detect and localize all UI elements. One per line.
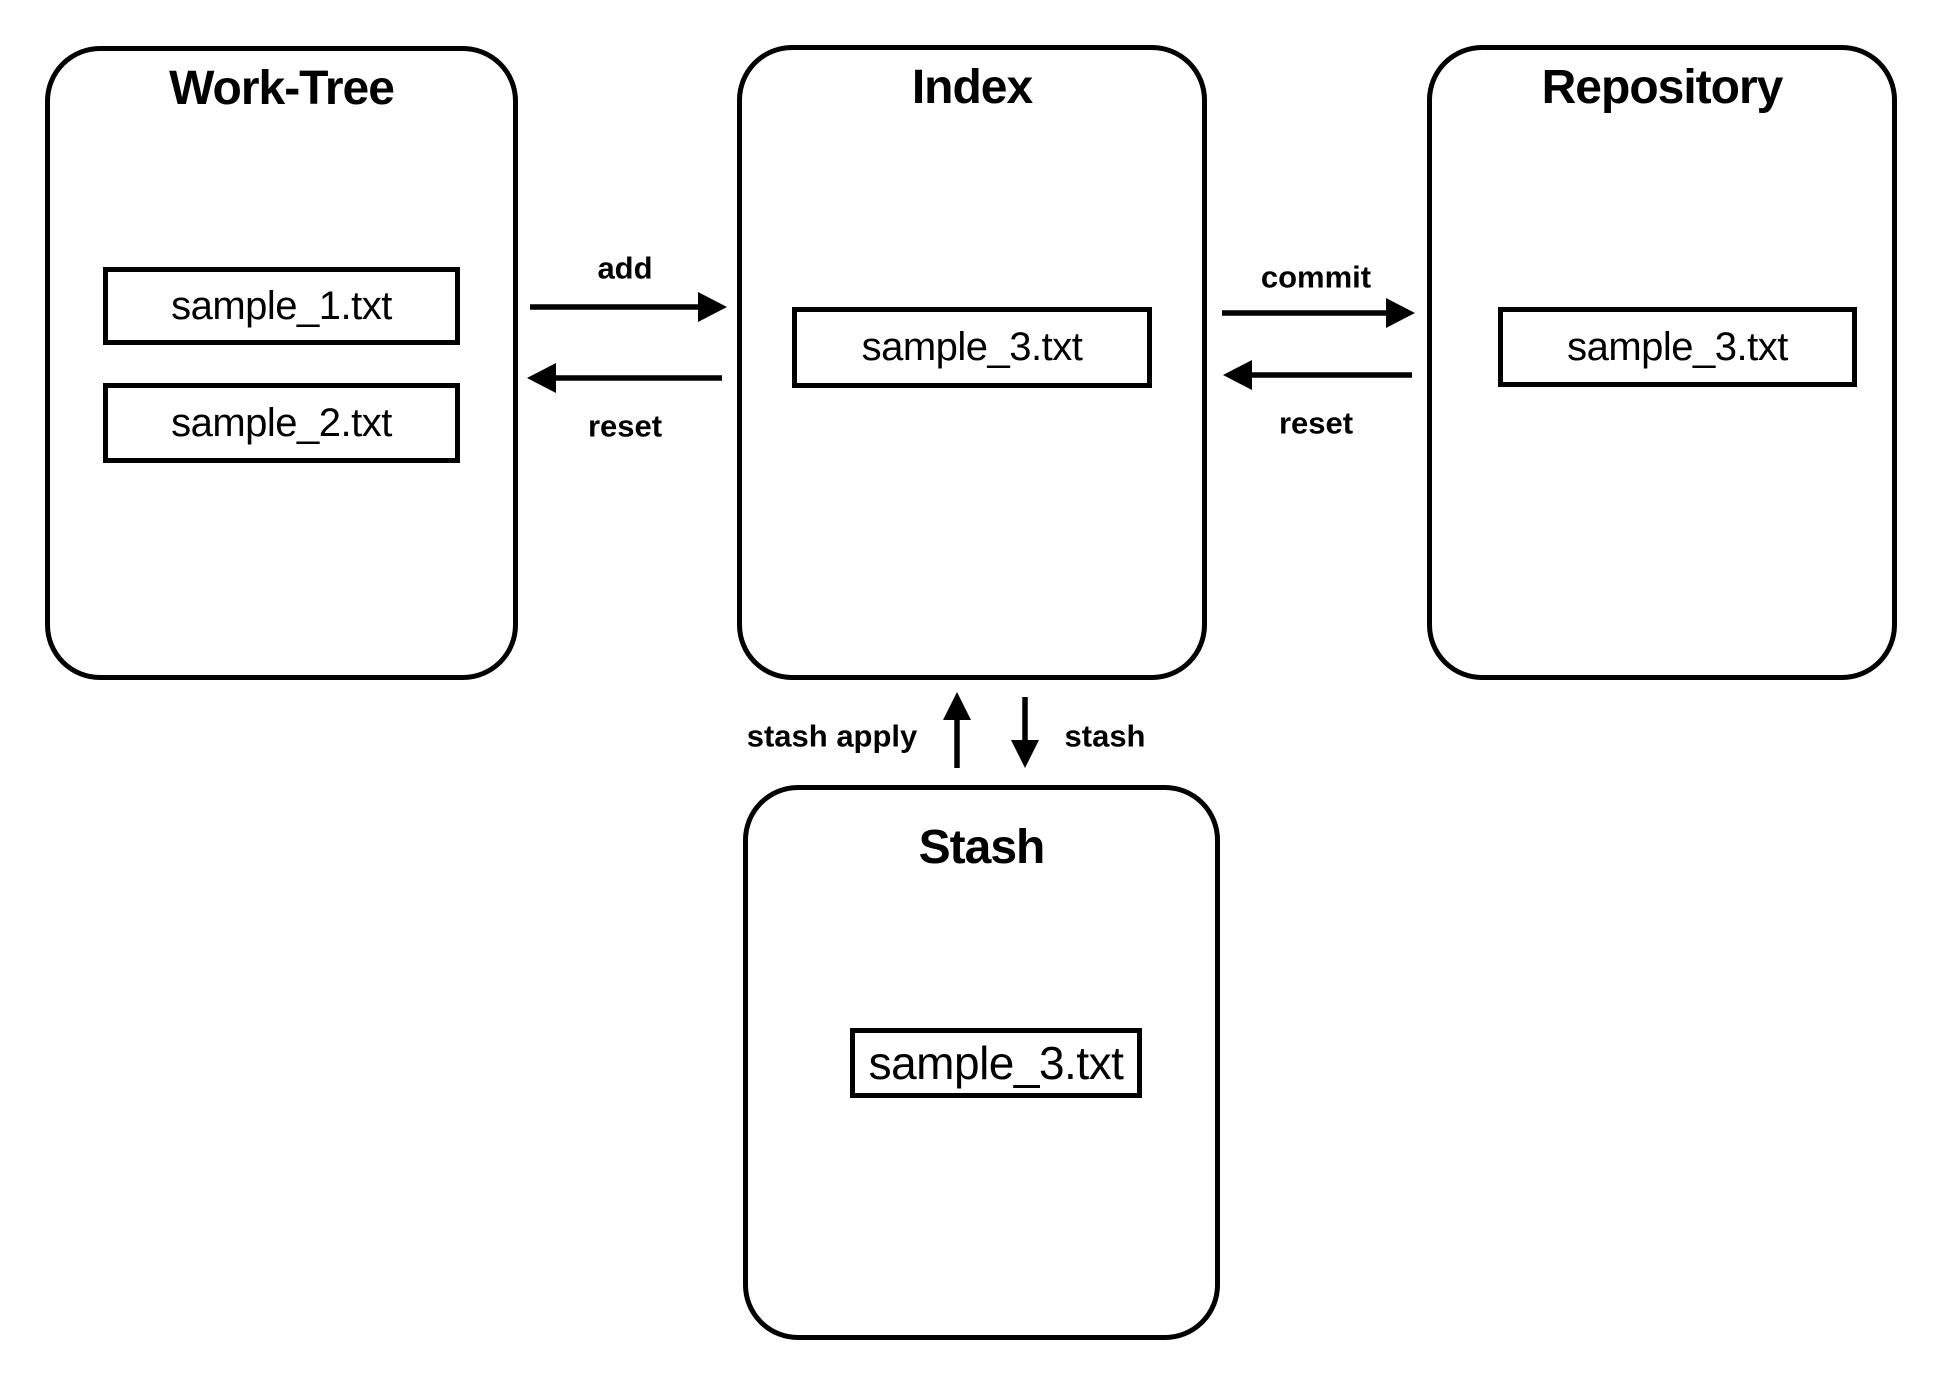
index-title: Index	[911, 61, 1033, 114]
commit-arrow	[1222, 298, 1415, 328]
work-tree-title: Work-Tree	[169, 62, 395, 115]
add-label: add	[597, 250, 653, 286]
stash-title: Stash	[918, 821, 1046, 874]
stash-apply-arrow	[943, 692, 971, 768]
index-file-sample-3: sample_3.txt	[792, 307, 1152, 388]
commit-label: commit	[1260, 259, 1372, 295]
work-tree-file-sample-2: sample_2.txt	[103, 383, 460, 463]
reset-to-index-arrow	[1223, 360, 1412, 390]
reset-to-worktree-arrow	[527, 363, 722, 393]
stash-apply-label: stash apply	[746, 718, 918, 754]
stash-label: stash	[1064, 718, 1146, 754]
reset-to-index-label: reset	[1278, 405, 1354, 441]
stash-file-sample-3: sample_3.txt	[850, 1028, 1142, 1098]
repository-file-sample-3: sample_3.txt	[1498, 307, 1857, 387]
repository-title: Repository	[1541, 61, 1784, 114]
work-tree-box: Work-Tree	[45, 46, 518, 680]
reset-to-worktree-label: reset	[587, 408, 663, 444]
work-tree-file-sample-1: sample_1.txt	[103, 267, 460, 345]
add-arrow	[530, 292, 727, 322]
stash-arrow	[1011, 697, 1039, 768]
